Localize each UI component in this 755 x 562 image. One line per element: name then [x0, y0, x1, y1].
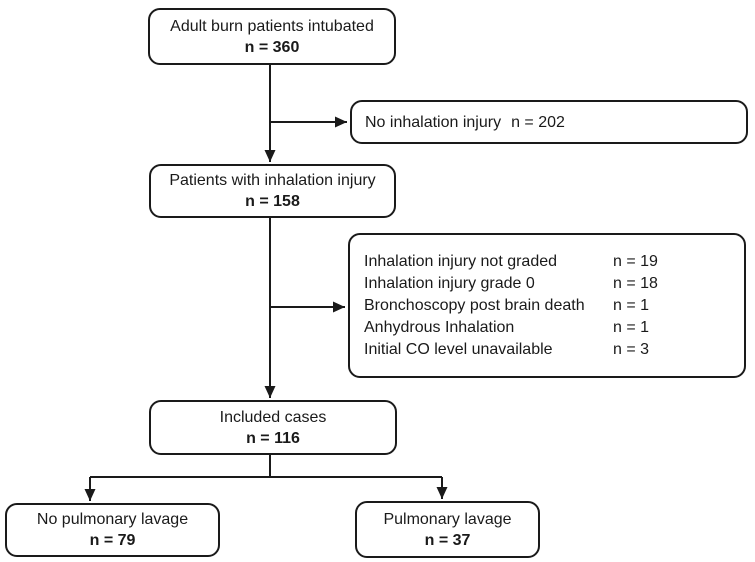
exclusion-label: Anhydrous Inhalation	[364, 318, 515, 336]
box-count: n = 158	[245, 193, 300, 210]
connector-included-split	[90, 455, 442, 478]
exclusion-row: Inhalation injury not graded n = 19	[364, 251, 730, 273]
box-no-pulmonary-lavage: No pulmonary lavage n = 79	[5, 503, 220, 557]
box-label: No inhalation injury	[365, 113, 502, 131]
box-label: Patients with inhalation injury	[169, 172, 376, 189]
exclusion-value: n = 19	[613, 252, 658, 270]
exclusion-row: Anhydrous Inhalation n = 1	[364, 317, 730, 339]
exclusion-label: Bronchoscopy post brain death	[364, 296, 585, 314]
box-count: n = 37	[424, 531, 471, 549]
exclusion-label: Inhalation injury not graded	[364, 252, 558, 270]
exclusion-value: n = 3	[613, 340, 650, 358]
box-label: Adult burn patients intubated	[170, 17, 374, 35]
box-count: n = 360	[244, 38, 300, 56]
exclusion-row: Inhalation injury grade 0 n = 18	[364, 273, 730, 295]
box-patients-inhalation-injury: Patients with inhalation injury n = 158	[149, 164, 396, 218]
exclusion-value: n = 18	[613, 274, 658, 292]
box-label: No pulmonary lavage	[36, 511, 189, 528]
exclusion-row: Bronchoscopy post brain death n = 1	[364, 295, 730, 317]
box-label: Included cases	[219, 408, 327, 426]
exclusion-value: n = 1	[613, 318, 650, 336]
box-label: Pulmonary lavage	[383, 510, 512, 528]
box-no-inhalation-injury: No inhalation injury n = 202	[350, 100, 748, 144]
box-included-cases: Included cases n = 116	[149, 400, 397, 455]
box-count: n = 202	[511, 113, 565, 131]
exclusion-label: Inhalation injury grade 0	[364, 274, 535, 292]
exclusion-label: Initial CO level unavailable	[364, 340, 553, 358]
exclusion-value: n = 1	[613, 296, 650, 314]
box-pulmonary-lavage: Pulmonary lavage n = 37	[355, 501, 540, 558]
box-adult-burn-patients: Adult burn patients intubated n = 360	[148, 8, 396, 65]
box-count: n = 79	[89, 532, 136, 549]
box-exclusions: Inhalation injury not graded n = 19 Inha…	[348, 233, 746, 378]
exclusion-row: Initial CO level unavailable n = 3	[364, 339, 730, 361]
box-count: n = 116	[246, 429, 300, 447]
